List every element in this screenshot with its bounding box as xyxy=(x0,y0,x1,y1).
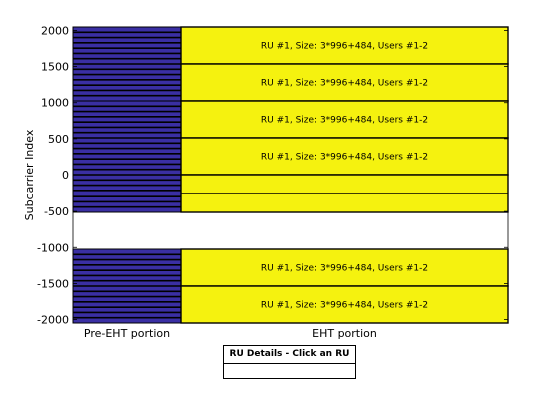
y-tick-label: 2000 xyxy=(41,24,69,37)
ru-details-title: RU Details - Click an RU xyxy=(224,346,355,364)
y-axis-label: Subcarrier Index xyxy=(23,129,36,220)
ru-block[interactable] xyxy=(180,26,509,65)
ru-label: RU #1, Size: 3*996+484, Users #1-2 xyxy=(261,153,428,163)
ru-details-panel: RU Details - Click an RU xyxy=(223,345,356,379)
y-tick-label: -2000 xyxy=(37,314,69,327)
ru-label: RU #1, Size: 3*996+484, Users #1-2 xyxy=(261,42,428,52)
y-tick-label: 500 xyxy=(48,133,69,146)
y-tick-label: 1500 xyxy=(41,61,69,74)
ru-details-body[interactable] xyxy=(224,364,355,380)
ru-label: RU #1, Size: 3*996+484, Users #1-2 xyxy=(261,301,428,311)
y-tick-label: 0 xyxy=(62,169,69,182)
ru-label: RU #1, Size: 3*996+484, Users #1-2 xyxy=(261,116,428,126)
pre-eht-block xyxy=(72,100,182,213)
ru-block[interactable] xyxy=(180,248,509,287)
ru-block[interactable] xyxy=(180,137,509,176)
y-axis: 2000 1500 1000 500 0 -500 -1000 -1500 -2000 xyxy=(37,24,508,327)
y-tick-label: 1000 xyxy=(41,97,69,110)
ru-block[interactable] xyxy=(180,100,509,139)
ru-label: RU #1, Size: 3*996+484, Users #1-2 xyxy=(261,79,428,89)
x-tick-label: Pre-EHT portion xyxy=(84,327,170,340)
y-tick-label: -500 xyxy=(44,205,69,218)
ru-block[interactable] xyxy=(180,285,509,324)
ru-label: RU #1, Size: 3*996+484, Users #1-2 xyxy=(261,264,428,274)
y-tick-label: -1000 xyxy=(37,241,69,254)
y-tick-label: -1500 xyxy=(37,277,69,290)
x-axis: Pre-EHT portion EHT portion xyxy=(84,327,377,340)
x-tick-label: EHT portion xyxy=(312,327,377,340)
plot-area: RU #1, Size: 3*996+484, Users #1-2 RU #1,… xyxy=(72,26,509,324)
